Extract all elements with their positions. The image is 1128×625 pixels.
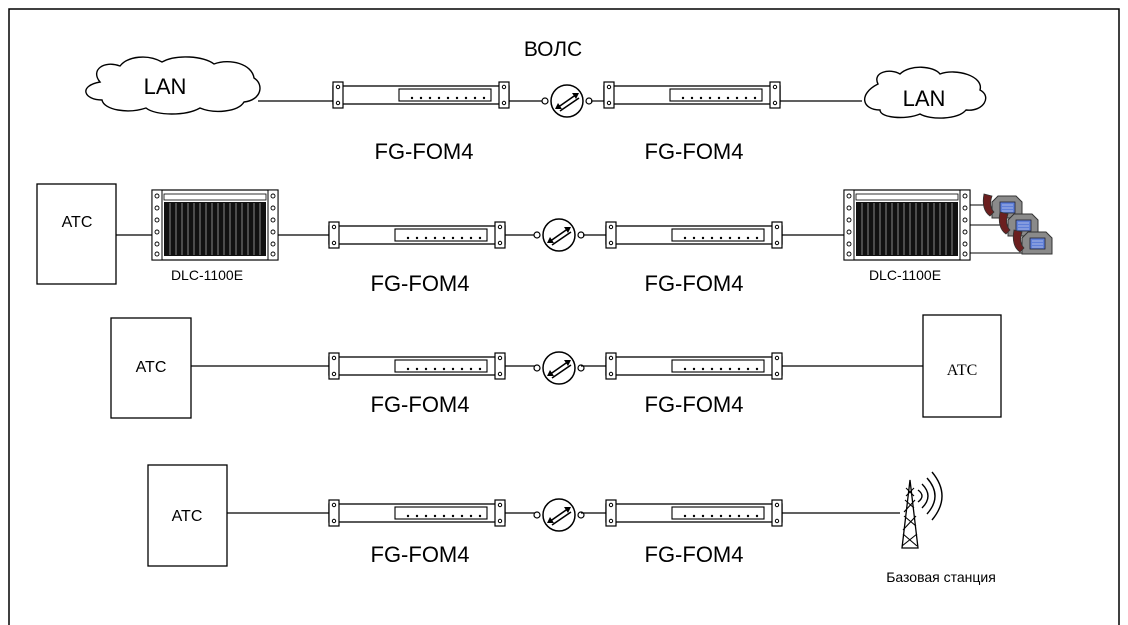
dlc-chassis-right <box>843 189 971 261</box>
radio-tower-icon <box>901 471 943 549</box>
atc-label: АТС <box>172 508 203 525</box>
dlc-label-left: DLC-1100E <box>171 267 243 283</box>
fom-module <box>605 352 783 380</box>
atc-label: АТС <box>947 362 978 379</box>
row-base-station: АТС Базовая станция FG-FOM4 FG- <box>147 464 996 585</box>
fiber-link-icon <box>541 84 593 118</box>
cloud-lan-left: LAN <box>85 56 261 115</box>
fiber-link-icon <box>533 351 585 385</box>
fom-label: FG-FOM4 <box>371 271 470 296</box>
atc-box-left: АТС <box>110 317 192 419</box>
fom-module <box>328 352 506 380</box>
row-atc: АТС АТС FG-FOM4 FG-FOM4 <box>110 314 1002 419</box>
fom-module <box>328 221 506 249</box>
fiber-link-icon <box>533 498 585 532</box>
cloud-lan-right: LAN <box>864 66 987 119</box>
fom-module <box>603 81 781 109</box>
fom-label: FG-FOM4 <box>375 139 474 164</box>
dlc-chassis-left <box>151 189 279 261</box>
atc-label: АТС <box>62 214 93 231</box>
atc-box-right: АТС <box>922 314 1002 418</box>
cloud-lan-left-label: LAN <box>144 74 187 99</box>
phone-icon <box>1012 229 1053 255</box>
fom-label: FG-FOM4 <box>645 139 744 164</box>
fom-module <box>332 81 510 109</box>
fom-label: FG-FOM4 <box>645 542 744 567</box>
row-dlc: АТС DLC-1100E DLC-1100E FG-FOM4 FG-FOM4 <box>36 183 1053 296</box>
diagram-frame <box>8 8 1120 625</box>
dlc-label-right: DLC-1100E <box>869 267 941 283</box>
fiber-link-icon <box>533 218 585 252</box>
diagram-title: ВОЛС <box>524 38 582 61</box>
fom-label: FG-FOM4 <box>645 392 744 417</box>
atc-box-left: АТС <box>36 183 117 285</box>
fom-label: FG-FOM4 <box>645 271 744 296</box>
fom-label: FG-FOM4 <box>371 542 470 567</box>
row-lan: LAN LAN FG-FOM4 FG-FOM4 <box>85 56 987 164</box>
atc-label: АТС <box>136 359 167 376</box>
fom-module <box>605 221 783 249</box>
atc-box-left: АТС <box>147 464 228 567</box>
fom-module <box>605 499 783 527</box>
fom-label: FG-FOM4 <box>371 392 470 417</box>
cloud-lan-right-label: LAN <box>903 86 946 111</box>
fom-module <box>328 499 506 527</box>
base-station-label: Базовая станция <box>886 569 996 585</box>
